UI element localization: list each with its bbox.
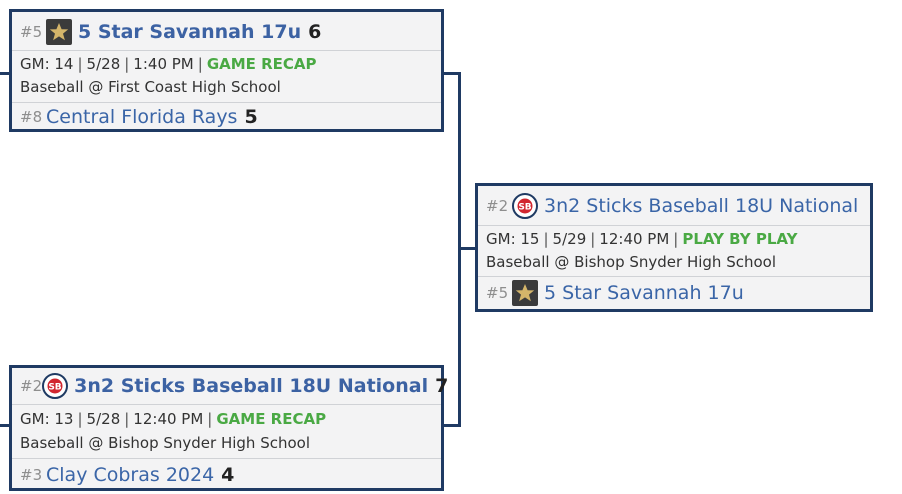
game-time: 12:40 PM	[133, 410, 204, 428]
divider	[12, 102, 441, 103]
game-time: 12:40 PM	[599, 230, 670, 248]
game-details: GM: 13|5/28|12:40 PM|GAME RECAP	[20, 410, 327, 428]
3n2-sticks-logo-icon: SB	[512, 193, 538, 219]
bracket-line-g1-right	[441, 72, 461, 75]
team-score: 6	[308, 21, 322, 43]
game-recap-link[interactable]: GAME RECAP	[206, 55, 317, 73]
seed-label: #8	[20, 108, 43, 126]
game-recap-link[interactable]: GAME RECAP	[216, 410, 327, 428]
bracket-line-g2-left	[0, 424, 10, 427]
divider	[12, 50, 441, 51]
team-score: 4	[221, 463, 235, 486]
team-name-link[interactable]: 3n2 Sticks Baseball 18U National	[544, 195, 859, 217]
game-number: GM: 13	[20, 410, 74, 428]
seed-label: #2	[486, 197, 509, 215]
game-card-14[interactable]: #5 5 Star Savannah 17u 6 GM: 14|5/28|1:4…	[9, 9, 444, 132]
bracket-line-g2-right	[441, 424, 461, 427]
star-logo-icon	[46, 19, 72, 45]
game-number: GM: 14	[20, 55, 74, 73]
team-score: 7	[435, 375, 449, 397]
team-name-link[interactable]: Clay Cobras 2024	[46, 463, 215, 486]
star-logo-icon	[512, 280, 538, 306]
game-details: GM: 14|5/28|1:40 PM|GAME RECAP	[20, 55, 317, 73]
bracket-line-final	[458, 247, 477, 250]
seed-label: #2	[20, 377, 43, 395]
game-card-13[interactable]: #2 SB 3n2 Sticks Baseball 18U National 7…	[9, 365, 448, 491]
team-name-link[interactable]: Central Florida Rays	[46, 106, 238, 128]
game-date: 5/29	[552, 230, 587, 248]
svg-text:SB: SB	[518, 203, 531, 213]
divider	[478, 225, 870, 226]
divider	[478, 276, 870, 277]
divider	[12, 458, 441, 459]
seed-label: #3	[20, 465, 43, 484]
bracket-line-g1-left	[0, 72, 10, 75]
venue-text: Baseball @ First Coast High School	[20, 78, 281, 96]
3n2-sticks-logo-icon: SB	[42, 373, 69, 399]
svg-text:SB: SB	[48, 383, 61, 393]
venue-text: Baseball @ Bishop Snyder High School	[20, 434, 310, 452]
game-card-15[interactable]: #2 SB 3n2 Sticks Baseball 18U National G…	[475, 183, 873, 312]
team-name-link[interactable]: 3n2 Sticks Baseball 18U National	[74, 375, 429, 397]
play-by-play-link[interactable]: PLAY BY PLAY	[682, 230, 798, 248]
game-date: 5/28	[86, 55, 121, 73]
seed-label: #5	[486, 284, 509, 302]
seed-label: #5	[20, 23, 43, 41]
game-time: 1:40 PM	[133, 55, 194, 73]
divider	[12, 404, 441, 405]
game-date: 5/28	[86, 410, 121, 428]
team-score: 5	[244, 106, 258, 128]
game-number: GM: 15	[486, 230, 540, 248]
venue-text: Baseball @ Bishop Snyder High School	[486, 253, 776, 271]
game-details: GM: 15|5/29|12:40 PM|PLAY BY PLAY	[486, 230, 798, 248]
team-name-link[interactable]: 5 Star Savannah 17u	[544, 282, 744, 304]
team-name-link[interactable]: 5 Star Savannah 17u	[78, 21, 302, 43]
